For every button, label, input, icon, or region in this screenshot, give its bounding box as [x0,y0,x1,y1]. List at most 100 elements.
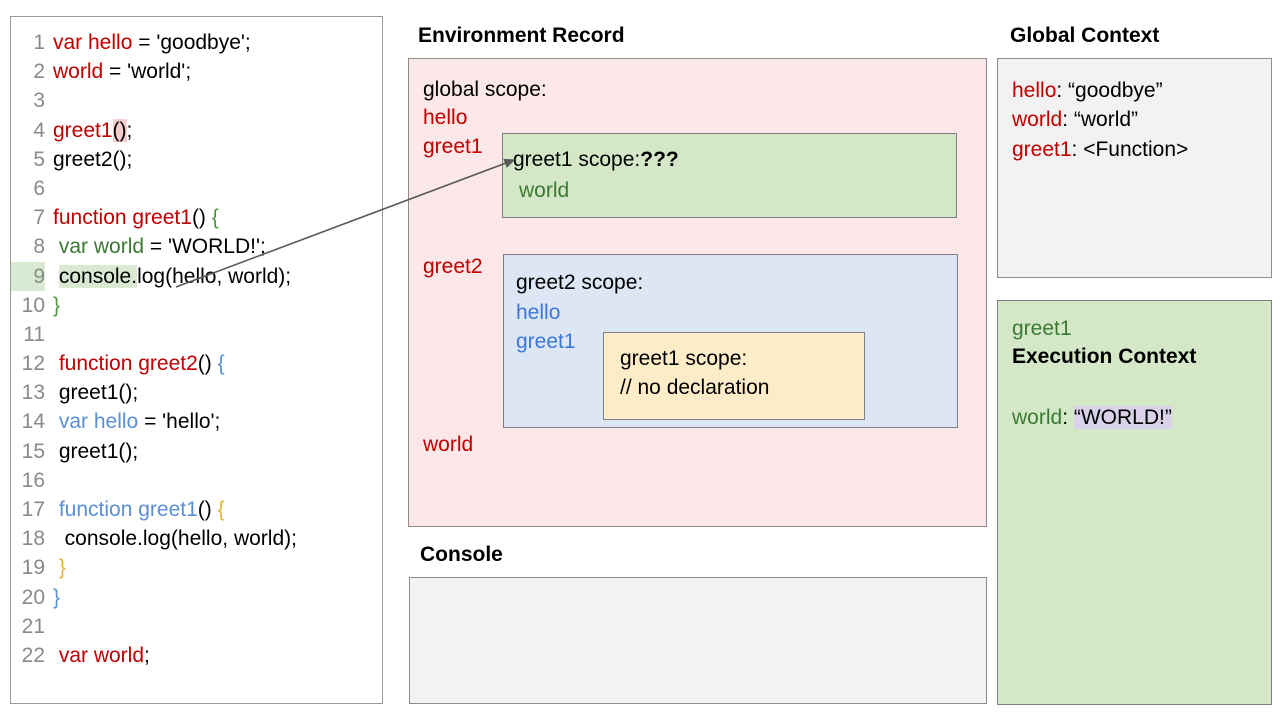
code-line[interactable]: 13 greet1(); [11,378,382,407]
code-line[interactable]: 15 greet1(); [11,437,382,466]
code-line[interactable]: 6 [11,174,382,203]
code-line-text: var hello = 'goodbye'; [45,31,251,54]
code-token: { [217,498,225,521]
code-line[interactable]: 3 [11,86,382,115]
code-token: function greet1 [58,498,198,521]
code-line-text: world = 'world'; [45,60,191,83]
line-number: 14 [21,410,45,434]
code-line-text: greet1(); [45,440,138,463]
code-line[interactable]: 17 function greet1() { [11,495,382,524]
code-line[interactable]: 18 console.log(hello, world); [11,524,382,553]
execution-context-variable-separator: : [1062,406,1074,429]
code-token: ; [126,118,133,142]
greet2-scope-title: greet2 scope: [516,271,644,294]
code-line-text: var world = 'WORLD!'; [45,235,266,258]
code-token: var hello [58,410,139,434]
code-token: } [53,293,61,317]
code-token: function greet1 [53,206,192,230]
code-line[interactable]: 16 [11,466,382,495]
greet1-scope-title-text: greet1 scope: [513,148,641,171]
code-line-text: } [45,294,60,317]
console-output-panel[interactable] [409,577,987,704]
environment-record-panel: global scope: hello greet1 greet2 world … [408,58,987,527]
code-line[interactable]: 19 } [11,553,382,582]
code-token: var world [53,643,145,667]
code-line-text: var world; [45,644,150,667]
greet2-scope-box: greet2 scope: hello greet1 greet1 scope:… [503,254,958,428]
code-token: console. [58,264,138,288]
line-number: 13 [21,381,45,405]
code-line-text: greet1(); [45,118,133,142]
greet1-inner-scope-box: greet1 scope: // no declaration [603,332,865,420]
code-line[interactable]: 10} [11,291,382,320]
line-number: 5 [33,147,45,171]
code-line[interactable]: 8 var world = 'WORLD!'; [11,232,382,261]
global-context-panel: hello: “goodbye” world: “world” greet1: … [997,58,1272,278]
greet1-scope-box: greet1 scope:??? world [502,133,957,218]
code-token: ; [144,643,150,667]
execution-context-variable-value: “WORLD!” [1073,406,1172,429]
execution-context-variable-key: world [1012,406,1063,429]
code-token: greet1 [53,118,113,142]
code-line[interactable]: 21 [11,612,382,641]
console-heading: Console [420,543,503,566]
line-number: 16 [21,468,45,492]
line-number: 22 [21,643,45,667]
global-context-key: world [1012,108,1063,131]
code-token: console.log(hello, world); [53,527,297,551]
global-context-row: greet1: <Function> [1012,138,1188,162]
global-context-heading: Global Context [1010,24,1160,47]
code-line-text [45,89,53,112]
line-number: 20 [21,585,45,609]
code-token: = 'WORLD!'; [144,235,266,259]
line-number: 19 [21,556,45,580]
global-context-value: <Function> [1083,138,1189,161]
code-line-text: console.log(hello, world); [45,527,297,550]
code-line[interactable]: 12 function greet2() { [11,349,382,378]
code-line-text [45,177,53,200]
global-context-value: “world” [1073,108,1139,131]
code-line-text: console.log(hello, world); [45,264,291,288]
global-context-key: greet1 [1012,138,1072,161]
code-token: } [58,556,66,580]
code-line-text: greet2(); [45,148,132,171]
global-binding-greet1: greet1 [423,135,483,158]
code-token: greet1(); [53,381,139,405]
code-line[interactable]: 14 var hello = 'hello'; [11,407,382,436]
global-context-key: hello [1012,79,1057,102]
greet1-scope-unknown-marker: ??? [640,148,679,171]
greet2-scope-binding-greet1: greet1 [516,330,576,353]
code-line[interactable]: 5 greet2(); [11,145,382,174]
code-token: () [191,206,212,230]
code-token: () [197,352,218,376]
code-token: var hello [53,31,133,54]
global-binding-greet2: greet2 [423,255,483,278]
environment-record-heading: Environment Record [418,24,625,47]
code-line[interactable]: 11 [11,320,382,349]
line-number: 12 [21,352,45,376]
code-line[interactable]: 20} [11,583,382,612]
line-number: 9 [11,261,45,291]
code-line[interactable]: 9 console.log(hello, world); [11,261,382,291]
greet2-scope-binding-hello: hello [516,301,561,324]
code-line-text [45,323,53,346]
code-line-text: var hello = 'hello'; [45,410,221,434]
global-scope-label: global scope: [423,78,547,101]
line-number: 2 [33,60,45,84]
line-number: 21 [21,614,45,638]
line-number: 10 [21,293,45,317]
line-number: 8 [33,235,45,259]
line-number: 3 [33,89,45,113]
code-line[interactable]: 22 var world; [11,641,382,670]
code-line-text: } [45,586,60,609]
global-binding-world: world [423,433,474,456]
code-token [53,265,59,288]
code-line-text: function greet1() { [45,206,219,229]
code-line-text: greet1(); [45,381,138,404]
code-token: greet2(); [53,147,133,171]
